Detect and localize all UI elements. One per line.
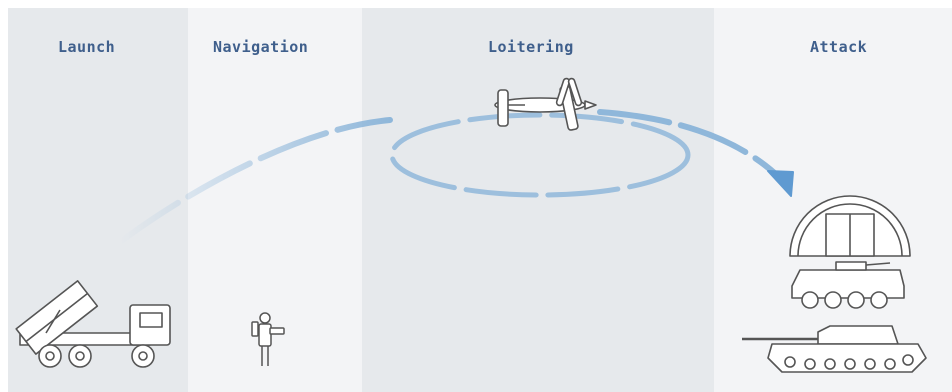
launcher-truck-icon <box>15 280 171 368</box>
flight-trajectory <box>117 109 783 245</box>
launch-arc <box>117 117 393 245</box>
phase-panel-loitering <box>362 8 714 392</box>
operator-icon <box>251 312 285 366</box>
attack-arc <box>597 109 783 181</box>
phase-title-loitering: Loitering <box>488 38 574 56</box>
phase-title-launch: Launch <box>58 38 116 56</box>
phase-title-navigation: Navigation <box>213 38 309 56</box>
tank-icon <box>742 325 927 373</box>
loiter-orbit <box>389 112 691 198</box>
apc-icon <box>791 261 905 309</box>
loitering-drone-icon <box>494 77 597 131</box>
phase-title-attack: Attack <box>810 38 868 56</box>
arrow-head-icon <box>767 170 794 197</box>
hangar-icon <box>789 195 911 257</box>
